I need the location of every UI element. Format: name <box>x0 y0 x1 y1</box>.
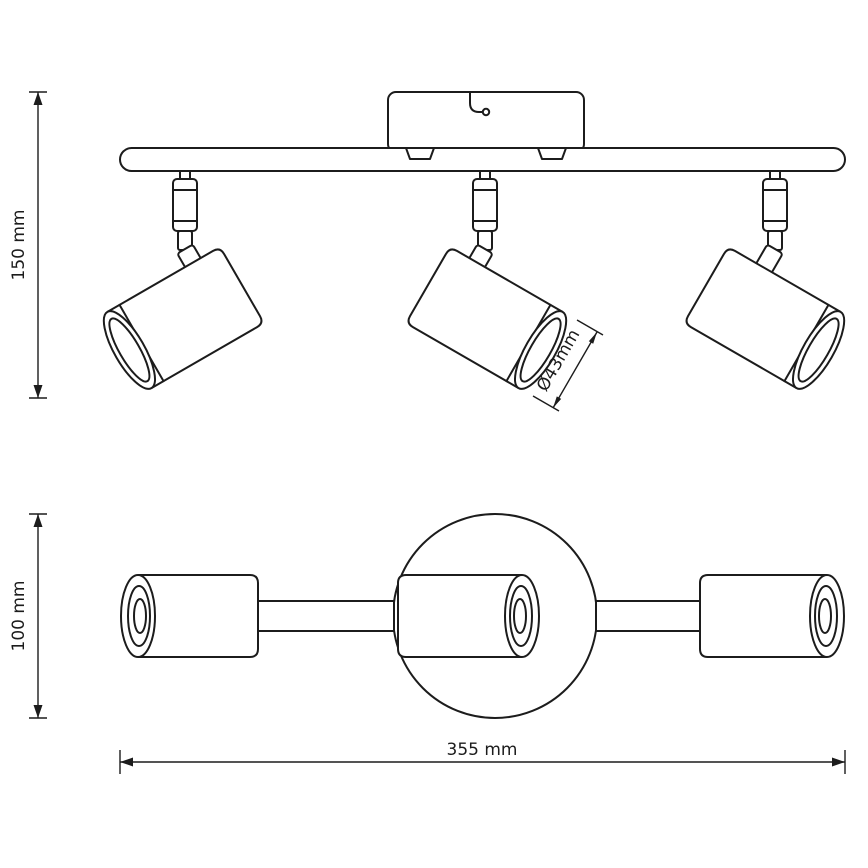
socket-hole <box>818 598 832 634</box>
dimension-label-height: 150 mm <box>9 210 29 281</box>
arrowhead-down-icon <box>33 705 43 718</box>
dimension-label-depth: 100 mm <box>9 581 29 652</box>
cable-hook <box>469 91 484 113</box>
arrowhead-upper-icon <box>588 332 597 344</box>
lamp-holder-center <box>397 574 540 658</box>
mounting-tab-left <box>405 147 435 160</box>
lamp-holder-left <box>120 574 259 658</box>
arrowhead-left-icon <box>120 757 133 767</box>
shade-rim-outer <box>514 310 568 390</box>
dimension-label-width: 355 mm <box>447 740 518 760</box>
arrowhead-right-icon <box>832 757 845 767</box>
shade-rim-outer <box>792 310 846 390</box>
cable-hook-ball <box>481 107 491 117</box>
rail-bar-left <box>255 600 395 632</box>
socket-inner-ring <box>814 585 838 647</box>
ceiling-mount-box <box>387 91 585 153</box>
spot-center <box>407 170 568 390</box>
spot-shade <box>102 248 263 390</box>
stem-body <box>172 178 198 232</box>
holder-body <box>138 574 259 658</box>
mounting-rail <box>119 147 846 172</box>
arrowhead-up-icon <box>33 92 43 105</box>
arrowhead-up-icon <box>33 514 43 527</box>
socket-inner-ring <box>127 585 151 647</box>
socket-hole <box>513 598 527 634</box>
spot-right <box>685 170 846 390</box>
mounting-tab-right <box>537 147 567 160</box>
arrowhead-lower-icon <box>553 396 562 408</box>
spot-shade <box>407 248 568 390</box>
extension-line <box>576 319 604 336</box>
shade-rim-outer <box>102 310 156 390</box>
shade-rim-inner <box>108 317 151 383</box>
dimension-width: 355 mm <box>119 740 846 774</box>
dimension-height: 150 mm <box>9 91 47 399</box>
holder-body <box>397 574 522 658</box>
spot-shade <box>685 248 846 390</box>
shade-rim-inner <box>797 317 840 383</box>
stem-body <box>472 178 498 232</box>
socket-inner-ring <box>509 585 533 647</box>
spot-left <box>102 170 263 390</box>
dimension-line <box>552 331 598 409</box>
extension-line <box>532 395 560 412</box>
socket-hole <box>133 598 147 634</box>
rail-bar-right <box>595 600 703 632</box>
bottom-view <box>120 513 845 719</box>
shade-rim-inner <box>519 317 562 383</box>
stem-body <box>762 178 788 232</box>
dimension-depth: 100 mm <box>9 513 47 719</box>
front-view <box>102 91 846 390</box>
lamp-holder-right <box>699 574 845 658</box>
holder-body <box>699 574 827 658</box>
arrowhead-down-icon <box>33 385 43 398</box>
